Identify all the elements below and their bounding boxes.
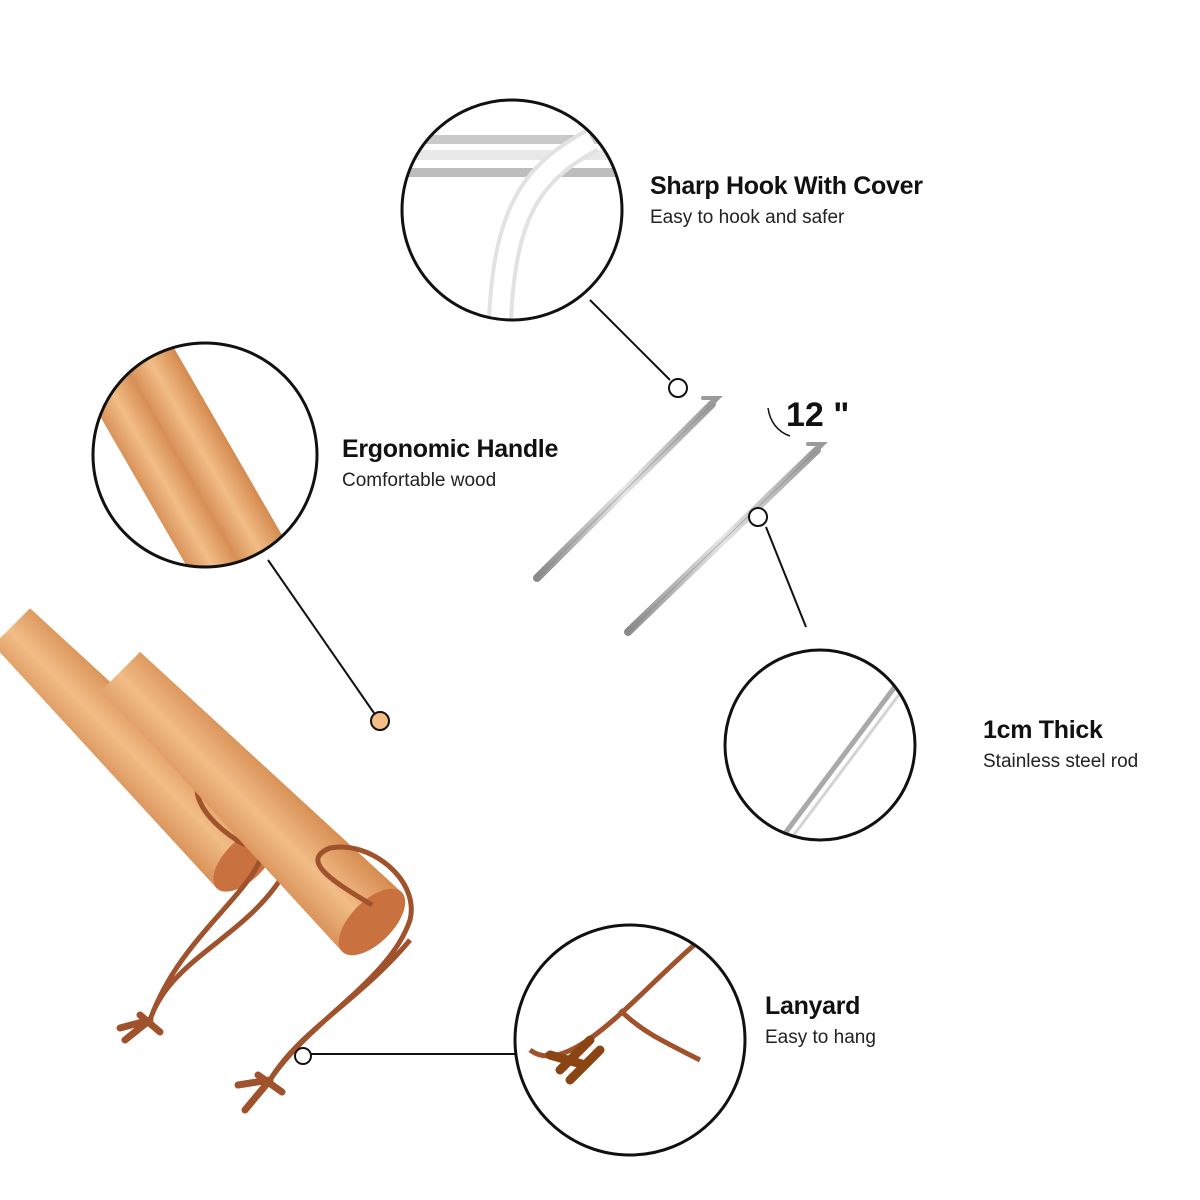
callout-rod: [723, 648, 917, 842]
feature-subtitle: Easy to hang: [765, 1027, 876, 1048]
feature-title: 1cm Thick: [983, 716, 1103, 744]
feature-subtitle: Stainless steel rod: [983, 751, 1139, 772]
feature-title: Ergonomic Handle: [342, 435, 559, 463]
marker-lanyard: [294, 1047, 312, 1065]
connector-lines: [267, 299, 807, 1055]
marker-rod: [748, 507, 768, 527]
lanyard-right: [267, 844, 414, 1082]
feature-lanyard-label: Lanyard Easy to hang: [765, 992, 876, 1049]
feature-handle-label: Ergonomic Handle Comfortable wood: [342, 435, 558, 492]
connector-rod: [765, 526, 807, 628]
callout-handle: [91, 341, 319, 569]
marker-handle: [370, 711, 390, 731]
callout-hook: [400, 98, 624, 322]
feature-subtitle: Easy to hook and safer: [650, 207, 845, 228]
feature-title: Lanyard: [765, 992, 861, 1020]
length-label: 12 ": [786, 396, 850, 434]
feature-title: Sharp Hook With Cover: [650, 172, 923, 200]
marker-hook: [668, 378, 688, 398]
length-arc: [767, 407, 791, 437]
feature-hook-label: Sharp Hook With Cover Easy to hook and s…: [650, 172, 923, 229]
feature-subtitle: Comfortable wood: [342, 470, 497, 491]
callout-lanyard: [513, 923, 747, 1157]
connector-hook: [589, 299, 671, 381]
feature-rod-label: 1cm Thick Stainless steel rod: [983, 716, 1138, 773]
connector-handle: [267, 559, 375, 714]
meat-hook-right: [101, 442, 828, 1114]
